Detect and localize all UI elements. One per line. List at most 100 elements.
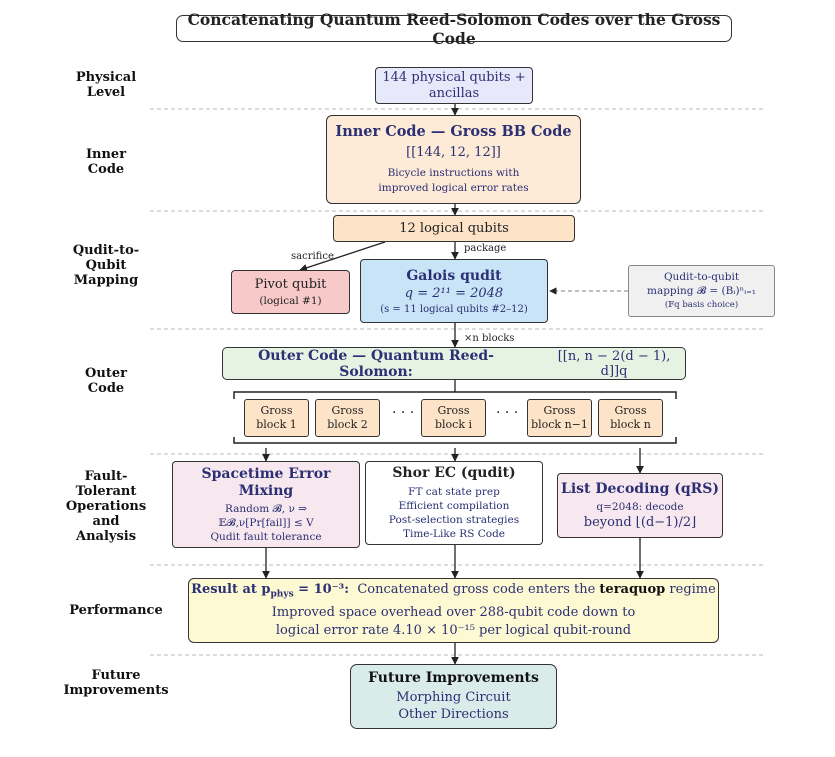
- result-sub: phys: [270, 589, 294, 600]
- galois-title: Galois qudit: [406, 267, 502, 284]
- galois-eq: q = 2¹¹ = 2048: [404, 285, 504, 301]
- inner-code-desc: Bicycle instructions with improved logic…: [378, 166, 528, 196]
- block-line: Gross: [260, 404, 293, 417]
- mapping-note-line: Qudit-to-qubit: [663, 271, 740, 283]
- level-label-line: Analysis: [75, 529, 137, 544]
- spacetime-title: Spacetime Error Mixing: [202, 466, 331, 500]
- shor-ec-box: Shor EC (qudit) FT cat state prep Effici…: [365, 461, 543, 545]
- future-improvements-box: Future Improvements Morphing Circuit Oth…: [350, 664, 557, 729]
- physical-qubits-box: 144 physical qubits + ancillas: [375, 67, 533, 104]
- inner-code-desc-line: Bicycle instructions with: [387, 167, 520, 179]
- outer-code-params: [[n, n − 2(d − 1), d]]q: [557, 348, 671, 379]
- spacetime-title-line: Spacetime Error: [201, 465, 331, 482]
- spacetime-mixing-box: Spacetime Error Mixing Random 𝓑, ν ⇒ 𝔼𝓑,…: [172, 461, 360, 548]
- physical-box-line: ancillas: [428, 85, 480, 101]
- mapping-note-line: (𝔽q basis choice): [664, 300, 739, 310]
- shor-line: Time-Like RS Code: [402, 528, 506, 540]
- level-label-line: Code: [87, 381, 125, 396]
- level-label-line: Performance: [69, 603, 163, 618]
- physical-box-line: 144 physical qubits +: [382, 69, 526, 85]
- inner-code-title: Inner Code — Gross BB Code: [335, 123, 572, 140]
- gross-block-2: Gross block 2: [315, 399, 380, 437]
- block-line: block n: [610, 418, 651, 431]
- diagram-title: Concatenating Quantum Reed-Solomon Codes…: [176, 10, 732, 48]
- list-decoding-box: List Decoding (qRS) q=2048: decode beyon…: [557, 473, 723, 538]
- level-label-outer: Outer Code: [60, 366, 152, 396]
- result-prefix: Result at p: [191, 582, 271, 598]
- block-line: Gross: [331, 404, 364, 417]
- package-label: package: [464, 243, 507, 254]
- galois-sub: (s = 11 logical qubits #2–12): [380, 303, 528, 315]
- level-label-line: Fault-: [84, 469, 128, 484]
- shor-line: Efficient compilation: [398, 500, 510, 512]
- level-label-line: Operations: [65, 499, 147, 514]
- block-line: block 2: [327, 418, 368, 431]
- spacetime-line: Random 𝓑, ν ⇒: [225, 502, 307, 515]
- shor-desc: FT cat state prep Efficient compilation …: [389, 485, 519, 541]
- list-line: q=2048: decode: [596, 501, 684, 513]
- result-teraquop: teraquop: [599, 582, 666, 598]
- shor-line: Post-selection strategies: [388, 514, 520, 526]
- level-label-line: Physical: [75, 70, 137, 85]
- block-line: Gross: [543, 404, 576, 417]
- list-line: beyond ⌊(d−1)/2⌋: [583, 515, 697, 530]
- galois-qudit-box: Galois qudit q = 2¹¹ = 2048 (s = 11 logi…: [360, 259, 548, 323]
- outer-code-box: Outer Code — Quantum Reed-Solomon: [[n, …: [222, 347, 686, 380]
- inner-code-box: Inner Code — Gross BB Code [[144, 12, 12…: [326, 115, 581, 204]
- mapping-note-line: mapping 𝓑 = (Bᵢ)ⁿᵢ₌₁: [646, 285, 756, 297]
- level-label-line: and: [92, 514, 120, 529]
- block-line: Gross: [614, 404, 647, 417]
- result-text-end: regime: [665, 582, 716, 598]
- ellipsis-left: · · ·: [392, 405, 415, 421]
- arrows: [262, 104, 644, 665]
- inner-code-params: [[144, 12, 12]]: [406, 145, 501, 160]
- level-label-line: Mapping: [73, 273, 139, 288]
- pivot-qubit-box: Pivot qubit (logical #1): [231, 270, 350, 314]
- level-label-line: Qubit: [85, 258, 127, 273]
- gross-block-1: Gross block 1: [244, 399, 309, 437]
- shor-title: Shor EC (qudit): [392, 465, 516, 481]
- level-label-line: Inner: [85, 147, 127, 162]
- block-line: block 1: [256, 418, 297, 431]
- level-label-line: Future: [91, 668, 141, 683]
- inner-code-desc-line: improved logical error rates: [378, 182, 529, 194]
- result-eq: = 10⁻³:: [293, 582, 350, 598]
- pivot-title: Pivot qubit: [254, 277, 327, 292]
- spacetime-line: Qudit fault tolerance: [210, 530, 322, 543]
- level-label-line: Code: [87, 162, 125, 177]
- gross-block-n-minus-1: Gross block n−1: [527, 399, 592, 437]
- future-title: Future Improvements: [368, 670, 539, 686]
- level-separators: [150, 108, 765, 656]
- level-label-performance: Performance: [60, 603, 172, 618]
- future-line: Other Directions: [398, 707, 509, 722]
- result-line-2: Improved space overhead over 288-qubit c…: [271, 604, 636, 620]
- top-brace: [233, 391, 677, 399]
- level-label-line: Qudit-to-: [72, 243, 140, 258]
- level-label-line: Improvements: [63, 683, 169, 698]
- level-label-line: Outer: [85, 366, 127, 381]
- level-label-line: Tolerant: [75, 484, 137, 499]
- sacrifice-label: sacrifice: [291, 251, 334, 262]
- block-line: block i: [434, 418, 473, 431]
- future-line: Morphing Circuit: [396, 690, 511, 705]
- level-label-mapping: Qudit-to- Qubit Mapping: [60, 243, 152, 288]
- gross-block-n: Gross block n: [598, 399, 663, 437]
- level-label-ft: Fault- Tolerant Operations and Analysis: [60, 469, 152, 544]
- block-line: Gross: [437, 404, 470, 417]
- spacetime-title-line: Mixing: [238, 482, 294, 499]
- level-label-line: Level: [86, 85, 126, 100]
- block-line: block n−1: [531, 418, 588, 431]
- result-line-1: Result at pphys = 10⁻³: Concatenated gro…: [191, 581, 716, 604]
- level-label-future: Future Improvements: [60, 668, 172, 698]
- result-text: Concatenated gross code enters the: [357, 582, 600, 598]
- mapping-note-box: Qudit-to-qubit mapping 𝓑 = (Bᵢ)ⁿᵢ₌₁ (𝔽q …: [628, 265, 775, 317]
- gross-block-i: Gross block i: [421, 399, 486, 437]
- level-label-inner: Inner Code: [60, 147, 152, 177]
- shor-line: FT cat state prep: [408, 486, 500, 498]
- logical-qubits-box: 12 logical qubits: [333, 215, 575, 242]
- list-title: List Decoding (qRS): [560, 481, 720, 497]
- result-box: Result at pphys = 10⁻³: Concatenated gro…: [188, 578, 719, 643]
- outer-code-title: Outer Code — Quantum Reed-Solomon:: [258, 347, 494, 380]
